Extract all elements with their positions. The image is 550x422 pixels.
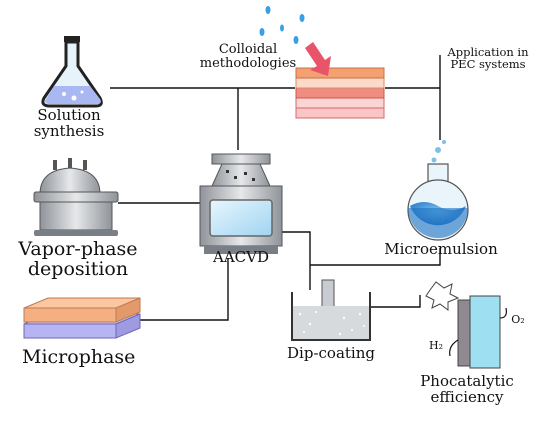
deposition-arrow-icon (305, 42, 331, 76)
microphase-label: Microphase (22, 346, 136, 368)
photocatalytic-cell-icon (425, 281, 507, 369)
aacvd-label: AACVD (212, 248, 269, 266)
application-label-line2: PEC systems (450, 57, 526, 72)
colloidal-label-line2: methodologies (199, 55, 297, 71)
microphase-slab-icon (23, 297, 141, 339)
colloidal-label: Colloidal methodologies (186, 43, 310, 70)
dip-coating-label: Dip-coating (287, 344, 375, 362)
h2-label: H₂ (428, 339, 443, 352)
falling-drops-icon (259, 6, 305, 44)
round-flask-icon (407, 140, 469, 241)
solution-synthesis-label: Solution synthesis (14, 106, 124, 140)
dip-coating-beaker-icon (291, 279, 371, 341)
photocatalytic-label-line1: Phocatalytic (420, 372, 514, 390)
vapor-label-line1: Vapor-phase (18, 238, 138, 260)
solution-label-line1: Solution (37, 106, 101, 124)
solution-label-line2: synthesis (33, 121, 105, 140)
photocatalytic-label-line2: efficiency (430, 387, 504, 406)
vapor-phase-label: Vapor-phase deposition (8, 238, 148, 280)
layered-film-stack-icon (295, 67, 385, 119)
application-label: Application in PEC systems (426, 46, 550, 70)
connector-lines (110, 55, 441, 321)
vapor-reactor-icon (33, 158, 119, 236)
o2-label: O₂ (511, 313, 525, 326)
microemulsion-label: Microemulsion (384, 240, 498, 258)
vapor-label-line2: deposition (27, 257, 129, 280)
erlenmeyer-flask-icon (41, 36, 103, 108)
aacvd-apparatus-icon (199, 153, 283, 254)
photocatalytic-label: Phocatalytic efficiency (408, 372, 526, 406)
application-label-line1: Application in (447, 45, 529, 59)
colloidal-label-line1: Colloidal (218, 42, 278, 57)
